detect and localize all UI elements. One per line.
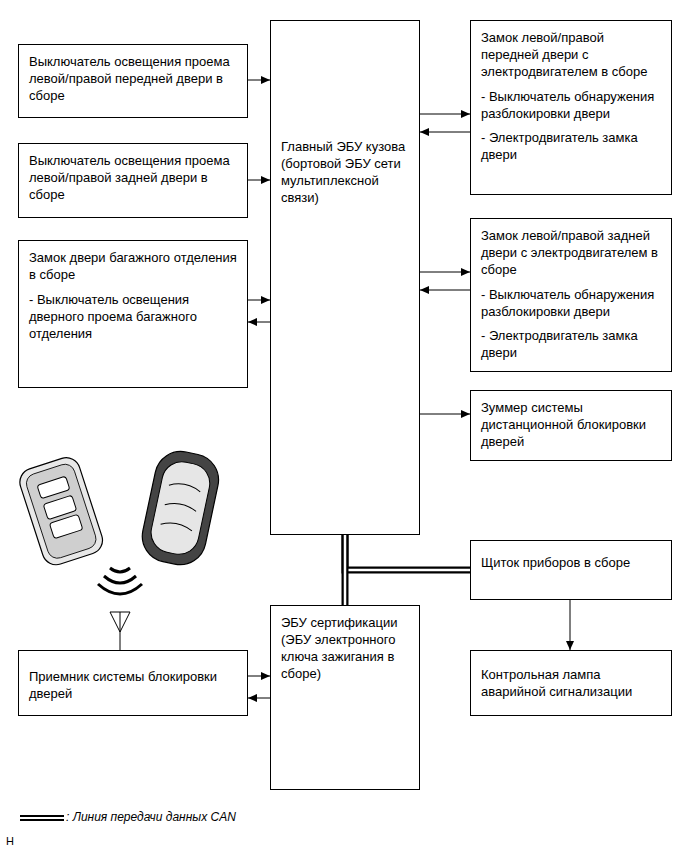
signal-arrow xyxy=(420,114,470,115)
receiver-box: Приемник системы блокировки дверей xyxy=(18,650,248,716)
box-item: - Выключатель обнаружения разблокировки … xyxy=(481,89,661,123)
radio-waves xyxy=(98,568,142,594)
key-fob xyxy=(16,454,106,568)
lock-box: Замок левой/правой передней двери с элек… xyxy=(470,20,672,195)
legend-line-sample xyxy=(20,818,64,819)
signal-arrow xyxy=(248,698,270,699)
can-bus-line xyxy=(345,535,470,570)
signal-arrow xyxy=(420,132,470,133)
legend-text: : Линия передачи данных CAN xyxy=(66,810,236,826)
box-title: Выключатель освещения проема левой/право… xyxy=(29,54,237,105)
box-title: Щиток приборов в сборе xyxy=(481,555,661,572)
box-title: Выключатель освещения проема левой/право… xyxy=(29,153,237,204)
box-title: Приемник системы блокировки дверей xyxy=(29,669,237,703)
signal-arrow xyxy=(420,272,470,273)
buzzer-box: Зуммер системы дистанционной блокировки … xyxy=(470,390,672,461)
box-title: ЭБУ сертификации (ЭБУ электронного ключа… xyxy=(281,615,409,683)
lock-box: Замок двери багажного отделения в сборе -… xyxy=(18,240,248,388)
switch-box: Выключатель освещения проема левой/право… xyxy=(18,143,248,218)
antenna xyxy=(110,612,130,650)
signal-arrow xyxy=(248,80,270,81)
box-title: Главный ЭБУ кузова (бортовой ЭБУ сети му… xyxy=(281,139,409,207)
box-item: - Выключатель обнаружения разблокировки … xyxy=(481,287,661,321)
box-title: Замок левой/правой передней двери с элек… xyxy=(481,30,661,81)
box-item: - Электродвигатель замка двери xyxy=(481,328,661,362)
box-title: Зуммер системы дистанционной блокировки … xyxy=(481,400,661,451)
signal-arrow xyxy=(570,600,571,650)
signal-arrow xyxy=(420,414,470,415)
ecu-box: ЭБУ сертификации (ЭБУ электронного ключа… xyxy=(270,605,420,790)
box-title: Замок двери багажного отделения в сборе xyxy=(29,250,237,284)
page-mark: H xyxy=(6,834,14,848)
signal-arrow xyxy=(248,300,270,301)
box-title: Замок левой/правой задней двери с электр… xyxy=(481,228,661,279)
lock-box: Замок левой/правой задней двери с электр… xyxy=(470,218,672,372)
box-title: Контрольная лампа аварийной сигнализации xyxy=(481,667,661,701)
meter-box: Щиток приборов в сборе xyxy=(470,540,672,600)
key-fob xyxy=(137,447,223,570)
can-bus-line xyxy=(345,535,346,605)
ecu-box: Главный ЭБУ кузова (бортовой ЭБУ сети му… xyxy=(270,20,420,535)
signal-arrow xyxy=(420,290,470,291)
signal-arrow xyxy=(248,180,270,181)
box-item: - Выключатель освещения дверного проема … xyxy=(29,292,237,343)
signal-arrow xyxy=(248,676,270,677)
switch-box: Выключатель освещения проема левой/право… xyxy=(18,44,248,118)
lamp-box: Контрольная лампа аварийной сигнализации xyxy=(470,650,672,716)
box-item: - Электродвигатель замка двери xyxy=(481,130,661,164)
signal-arrow xyxy=(248,322,270,323)
